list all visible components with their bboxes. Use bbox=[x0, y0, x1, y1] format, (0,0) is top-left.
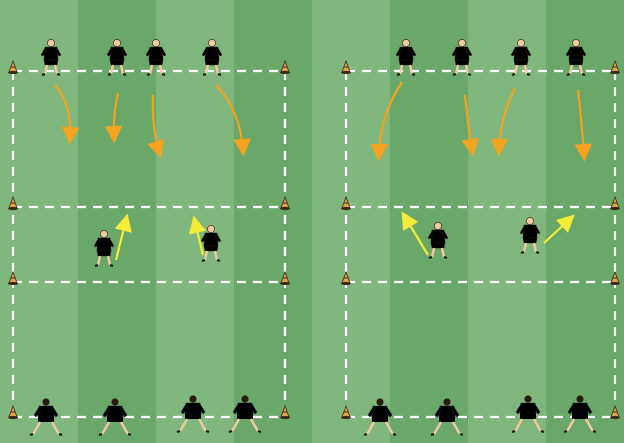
grass-stripe bbox=[546, 0, 624, 443]
grass-stripe bbox=[78, 0, 157, 443]
grass-stripe bbox=[312, 0, 391, 443]
grass-stripe bbox=[468, 0, 547, 443]
grass-stripe bbox=[156, 0, 235, 443]
grass-stripe bbox=[234, 0, 313, 443]
